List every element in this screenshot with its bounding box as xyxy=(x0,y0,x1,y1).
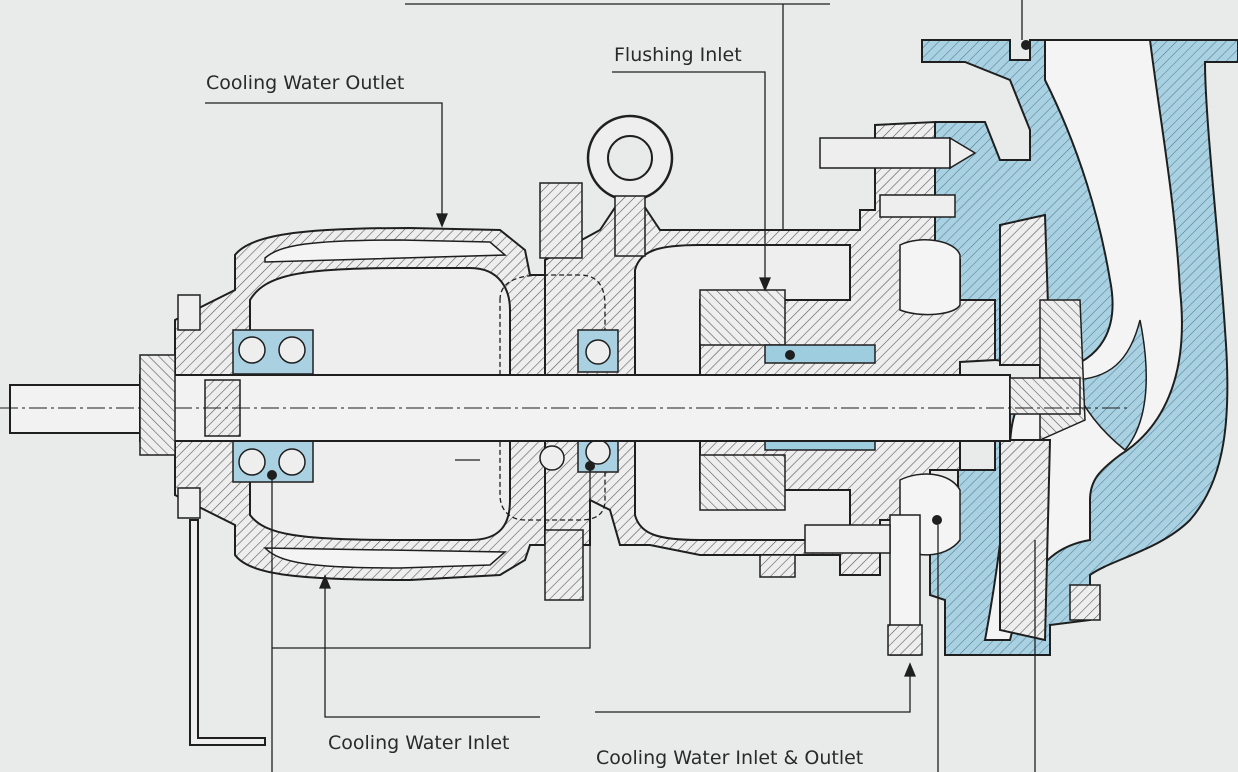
label-cooling-water-inlet-outlet: Cooling Water Inlet & Outlet xyxy=(596,747,863,769)
leader-lines xyxy=(205,71,1036,772)
label-cooling-water-outlet: Cooling Water Outlet xyxy=(206,72,404,94)
inboard-bearing xyxy=(577,329,619,473)
impeller xyxy=(999,213,1086,642)
seal-housing xyxy=(544,120,996,656)
pump-shaft xyxy=(0,354,1130,456)
label-cooling-water-inlet: Cooling Water Inlet xyxy=(328,732,509,754)
outboard-bearing xyxy=(232,329,314,483)
label-flushing-inlet: Flushing Inlet xyxy=(614,44,742,66)
oil-level-sight xyxy=(539,445,565,471)
lifting-eye xyxy=(586,114,674,257)
oil-fill-plug xyxy=(539,182,584,601)
bearing-housing xyxy=(174,226,546,746)
